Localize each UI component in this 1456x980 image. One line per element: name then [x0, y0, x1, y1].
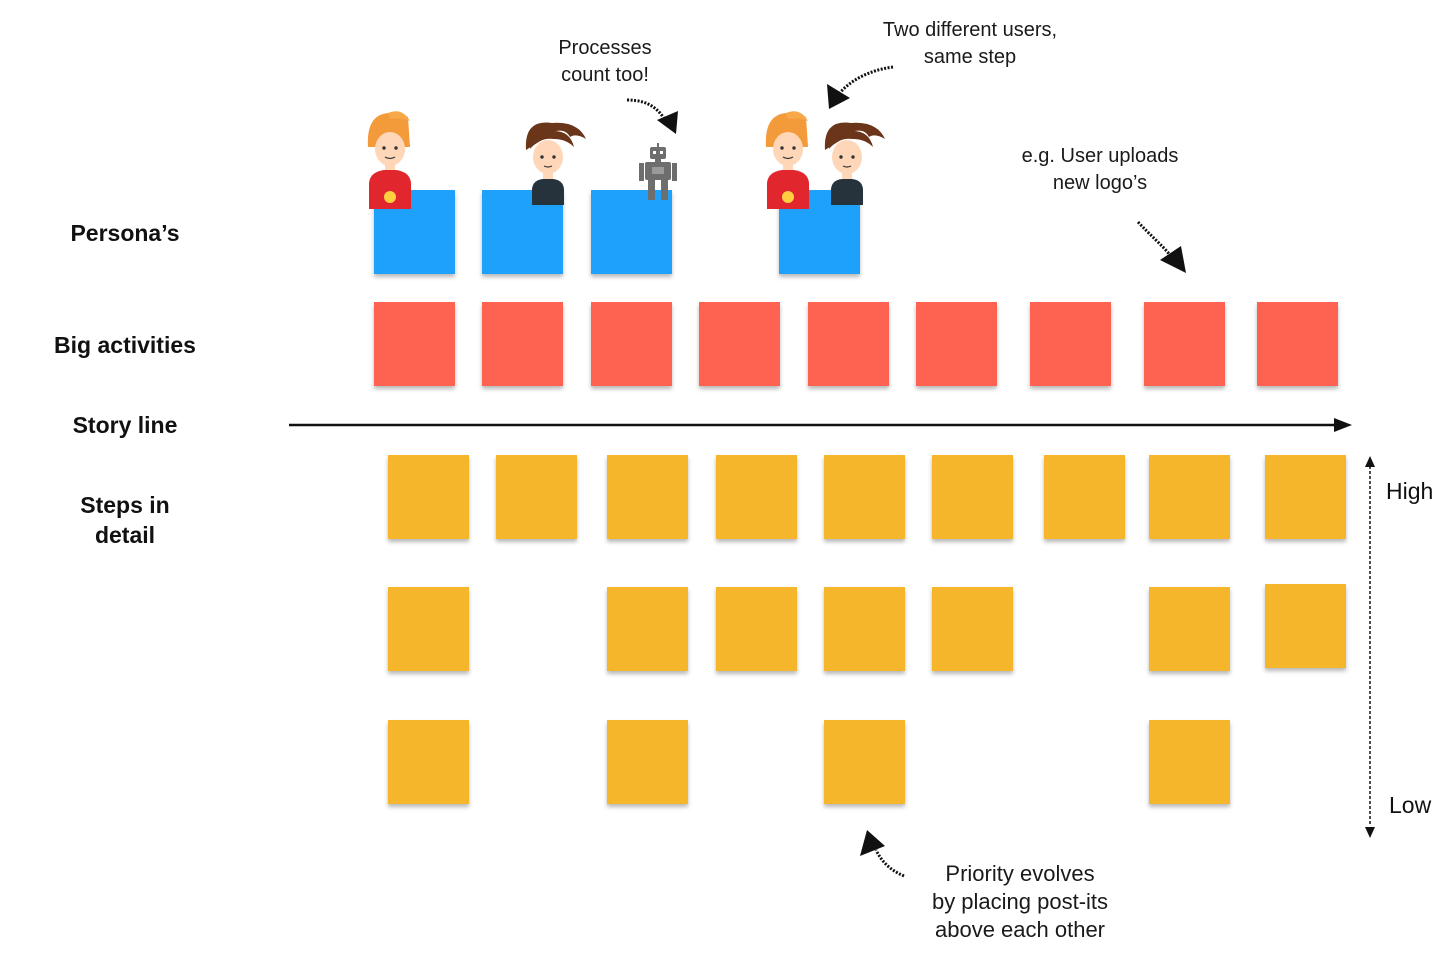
step-card-high-9: [1265, 455, 1346, 539]
persona-redhead-icon: [765, 111, 809, 209]
note-two-users-line2: same step: [923, 46, 1017, 68]
persona-card-column-3: [591, 190, 672, 274]
step-card-medium-4: [716, 587, 797, 671]
activity-card-4: [699, 302, 780, 386]
step-card-medium-5: [824, 587, 905, 671]
row-label-steps-line2: detail: [94, 522, 156, 548]
persona-redhead-icon: [367, 111, 411, 209]
activity-card-6: [916, 302, 997, 386]
row-label-steps-in-detail: Steps in detail: [20, 490, 230, 550]
step-card-high-6: [932, 455, 1013, 539]
step-card-medium-9: [1265, 584, 1346, 668]
priority-scale-arrow: [1365, 456, 1375, 838]
activity-card-5: [808, 302, 889, 386]
step-card-high-1: [388, 455, 469, 539]
step-card-medium-6: [932, 587, 1013, 671]
activity-card-2: [482, 302, 563, 386]
row-label-big-activities: Big activities: [54, 332, 196, 358]
step-card-high-3: [607, 455, 688, 539]
priority-high-label: High: [1386, 478, 1434, 504]
curved-arrow-icon: [626, 98, 678, 134]
curved-arrow-icon: [827, 65, 894, 109]
note-example-line2: new logo’s: [1052, 172, 1148, 194]
note-priority-line2: by placing post-its: [931, 889, 1109, 914]
step-card-high-4: [716, 455, 797, 539]
persona-brunette-icon: [525, 122, 586, 205]
step-card-high-2: [496, 455, 577, 539]
note-processes-line1: Processes: [558, 37, 652, 59]
note-two-users-line1: Two different users,: [882, 19, 1058, 41]
step-card-low-3: [607, 720, 688, 804]
step-card-medium-1: [388, 587, 469, 671]
note-priority-line1: Priority evolves: [945, 861, 1095, 886]
activity-card-3: [591, 302, 672, 386]
note-priority-line3: above each other: [934, 917, 1106, 942]
persona-brunette-icon: [824, 122, 885, 205]
step-card-high-5: [824, 455, 905, 539]
activity-card-1: [374, 302, 455, 386]
note-processes-count-too: Processes count too!: [520, 35, 690, 89]
story-line-arrow: [289, 418, 1352, 432]
note-processes-line2: count too!: [561, 64, 649, 86]
step-card-high-8: [1149, 455, 1230, 539]
step-card-high-7: [1044, 455, 1125, 539]
row-label-personas: Persona’s: [70, 220, 180, 246]
row-label-steps-line1: Steps in: [80, 492, 170, 518]
curved-arrow-icon: [860, 830, 905, 878]
row-label-story-line: Story line: [72, 412, 178, 438]
step-card-low-1: [388, 720, 469, 804]
note-two-different-users: Two different users, same step: [860, 17, 1080, 71]
activity-card-8: [1144, 302, 1225, 386]
curved-arrow-icon: [1136, 220, 1186, 273]
activity-card-7: [1030, 302, 1111, 386]
note-priority-evolves: Priority evolves by placing post-its abo…: [900, 860, 1140, 944]
step-card-low-8: [1149, 720, 1230, 804]
step-card-medium-3: [607, 587, 688, 671]
activity-card-9: [1257, 302, 1338, 386]
step-card-low-5: [824, 720, 905, 804]
robot-icon: [639, 143, 677, 200]
note-user-uploads-logo: e.g. User uploads new logo’s: [1000, 143, 1200, 197]
step-card-medium-8: [1149, 587, 1230, 671]
priority-low-label: Low: [1389, 792, 1432, 818]
note-example-line1: e.g. User uploads: [1021, 145, 1179, 167]
